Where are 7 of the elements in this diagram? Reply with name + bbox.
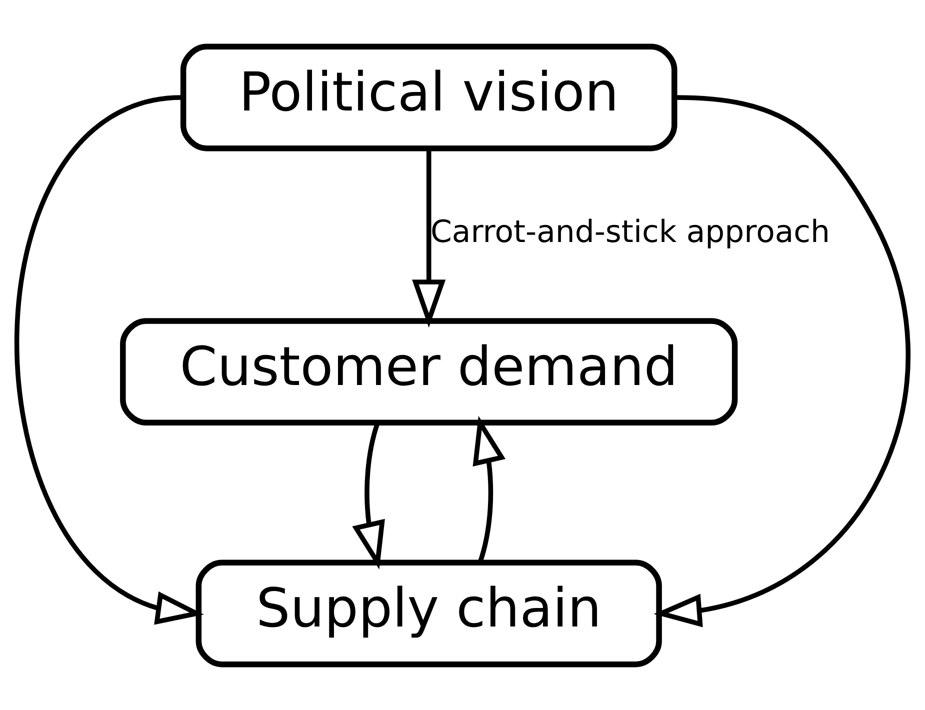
node-box: Political vision [180,43,678,151]
node-box: Supply chain [196,559,662,667]
node-box: Customer demand [120,318,738,426]
arrow [14,94,204,624]
edge-label: Carrot-and-stick approach [430,214,830,250]
arrow [472,415,506,563]
arrow [654,94,910,627]
